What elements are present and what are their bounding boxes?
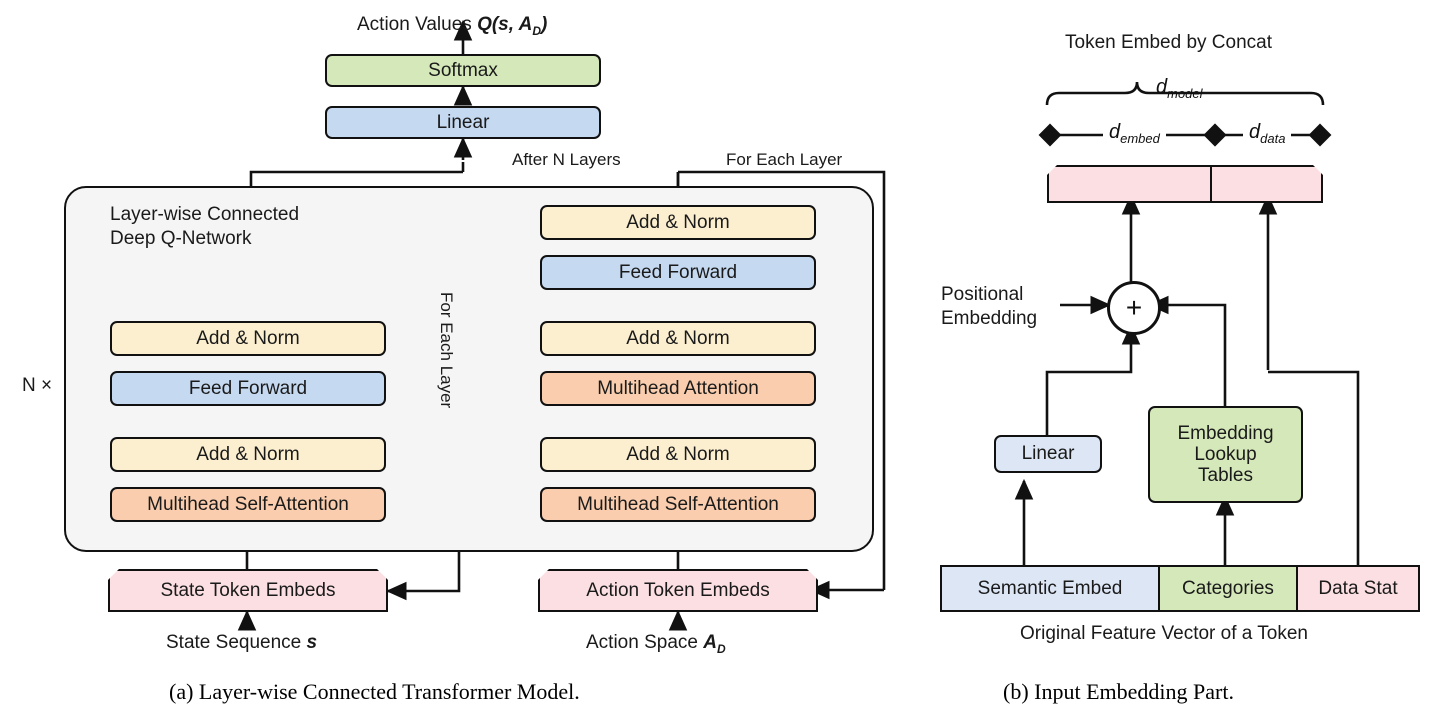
state-sequence-label: State Sequence s bbox=[166, 632, 317, 654]
d-model-label: dmodel bbox=[1156, 76, 1203, 101]
action-space-math: A bbox=[703, 632, 717, 653]
action-space-label: Action Space AD bbox=[586, 632, 726, 656]
d-embed-text: d bbox=[1109, 121, 1121, 143]
decoder-add-norm-1[interactable]: Add & Norm bbox=[540, 437, 816, 472]
group-title-line1: Layer-wise Connected bbox=[110, 204, 300, 225]
token-embed-title: Token Embed by Concat bbox=[1065, 32, 1273, 53]
d-model-text: d bbox=[1156, 76, 1168, 98]
action-values-sub: D bbox=[532, 23, 541, 38]
d-data-label: ddata bbox=[1243, 121, 1292, 146]
decoder-multihead-self-attention[interactable]: Multihead Self-Attention bbox=[540, 487, 816, 522]
embedding-lookup-line1: Embedding bbox=[1177, 422, 1274, 444]
encoder-add-norm-2[interactable]: Add & Norm bbox=[110, 321, 386, 356]
caption-b: (b) Input Embedding Part. bbox=[1003, 679, 1234, 704]
linear-block-output[interactable]: Linear bbox=[325, 106, 601, 139]
feature-segment-categories[interactable]: Categories bbox=[1158, 565, 1298, 612]
d-model-sub: model bbox=[1167, 86, 1203, 101]
d-data-sub: data bbox=[1260, 131, 1286, 146]
action-values-math: Q(s, A bbox=[477, 14, 533, 35]
softmax-block[interactable]: Softmax bbox=[325, 54, 601, 87]
for-each-layer-vertical-label: For Each Layer bbox=[437, 292, 456, 409]
embedding-lookup-line3: Tables bbox=[1198, 465, 1253, 487]
after-n-layers-label: After N Layers bbox=[512, 150, 621, 169]
action-values-math-end: ) bbox=[540, 14, 548, 35]
plus-symbol: + bbox=[1125, 292, 1143, 323]
decoder-feed-forward[interactable]: Feed Forward bbox=[540, 255, 816, 290]
decoder-multihead-attention[interactable]: Multihead Attention bbox=[540, 371, 816, 406]
token-embed-bar-left[interactable] bbox=[1047, 165, 1212, 203]
embedding-lookup-line2: Lookup bbox=[1194, 443, 1257, 465]
decoder-add-norm-3[interactable]: Add & Norm bbox=[540, 205, 816, 240]
positional-embedding-line2: Embedding bbox=[941, 307, 1038, 329]
action-space-text: Action Space bbox=[586, 632, 704, 653]
positional-embedding-line1: Positional bbox=[941, 284, 1024, 305]
action-values-text: Action Values bbox=[357, 14, 478, 35]
d-embed-sub: embed bbox=[1120, 131, 1160, 146]
state-sequence-text: State Sequence bbox=[166, 632, 307, 653]
action-values-label: Action Values Q(s, AD) bbox=[357, 14, 547, 38]
encoder-add-norm-1[interactable]: Add & Norm bbox=[110, 437, 386, 472]
plus-operator-node: + bbox=[1107, 281, 1161, 335]
embedding-lookup-tables-block[interactable]: Embedding Lookup Tables bbox=[1148, 406, 1303, 503]
action-space-sub: D bbox=[716, 641, 726, 656]
decoder-add-norm-2[interactable]: Add & Norm bbox=[540, 321, 816, 356]
original-feature-vector-label: Original Feature Vector of a Token bbox=[1020, 623, 1308, 644]
for-each-layer-top-label: For Each Layer bbox=[726, 150, 843, 169]
group-title-line2: Deep Q-Network bbox=[110, 227, 252, 249]
token-embed-bar-right[interactable] bbox=[1210, 165, 1323, 203]
n-times-label: N × bbox=[22, 375, 53, 396]
d-data-text: d bbox=[1249, 121, 1261, 143]
feature-segment-data-stat[interactable]: Data Stat bbox=[1296, 565, 1420, 612]
encoder-feed-forward[interactable]: Feed Forward bbox=[110, 371, 386, 406]
state-sequence-math: s bbox=[306, 632, 318, 653]
token-embed-bar bbox=[1047, 165, 1323, 203]
original-feature-vector-bar: Semantic Embed Categories Data Stat bbox=[940, 565, 1420, 612]
encoder-multihead-self-attention[interactable]: Multihead Self-Attention bbox=[110, 487, 386, 522]
d-embed-label: dembed bbox=[1103, 121, 1166, 146]
state-token-embeds-block[interactable]: State Token Embeds bbox=[108, 569, 388, 612]
linear-block-embed[interactable]: Linear bbox=[994, 435, 1102, 473]
action-token-embeds-block[interactable]: Action Token Embeds bbox=[538, 569, 818, 612]
feature-segment-semantic-embed[interactable]: Semantic Embed bbox=[940, 565, 1160, 612]
caption-a: (a) Layer-wise Connected Transformer Mod… bbox=[169, 679, 580, 704]
